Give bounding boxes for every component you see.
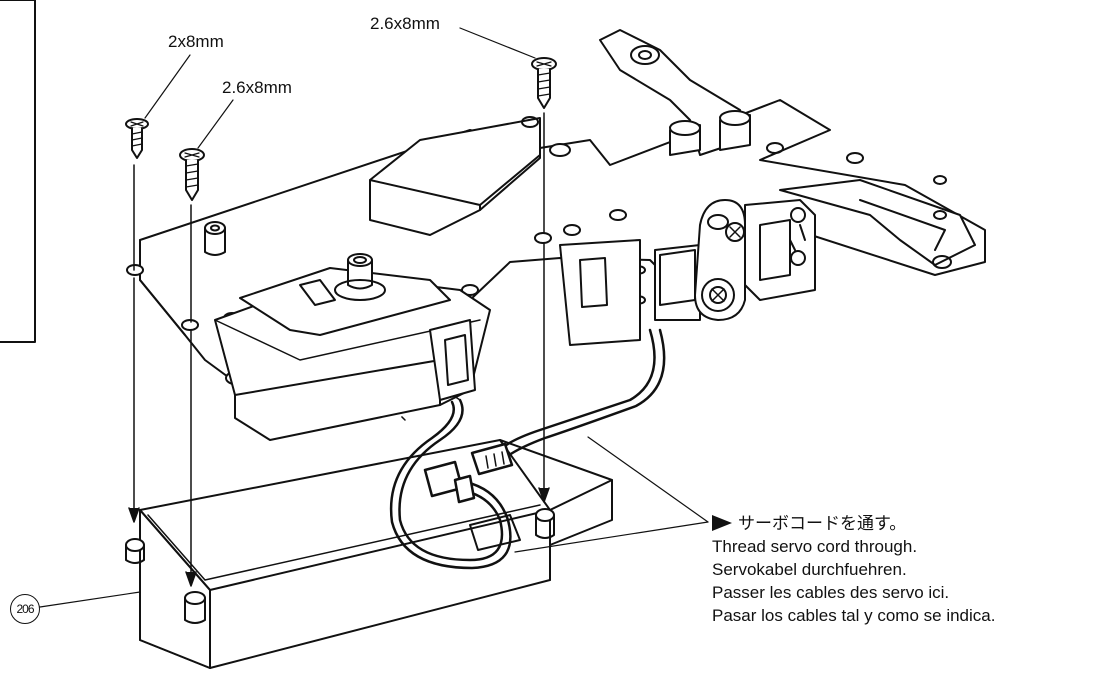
instruction-fr: Passer les cables des servo ici. [712,583,950,602]
screw-2-6x8-mid [179,148,205,201]
frame-border [0,0,36,343]
instruction-jp-line: サーボコードを通す。 [712,512,995,535]
instruction-en: Thread servo cord through. [712,537,918,556]
receiver-box [125,439,613,669]
pointer-arrow-icon [712,515,732,531]
servo [214,253,491,441]
screw-2-6x8-top [531,57,557,109]
instruction-note: サーボコードを通す。 Thread servo cord through. Se… [712,512,995,627]
steering-servo [559,199,816,346]
screw-label-2-6x8-mid: 2.6x8mm [222,78,292,97]
instruction-jp: サーボコードを通す。 [738,514,907,533]
instruction-de: Servokabel durchfuehren. [712,560,907,579]
screw-label-2x8: 2x8mm [168,32,224,51]
screw-guide-lines [128,112,550,587]
part-number-badge: 206 [10,594,40,624]
screw-label-2-6x8-top: 2.6x8mm [370,14,440,33]
leader-lines [39,27,709,608]
instruction-es: Pasar los cables tal y como se indica. [712,606,996,625]
screw-2x8 [125,118,149,159]
